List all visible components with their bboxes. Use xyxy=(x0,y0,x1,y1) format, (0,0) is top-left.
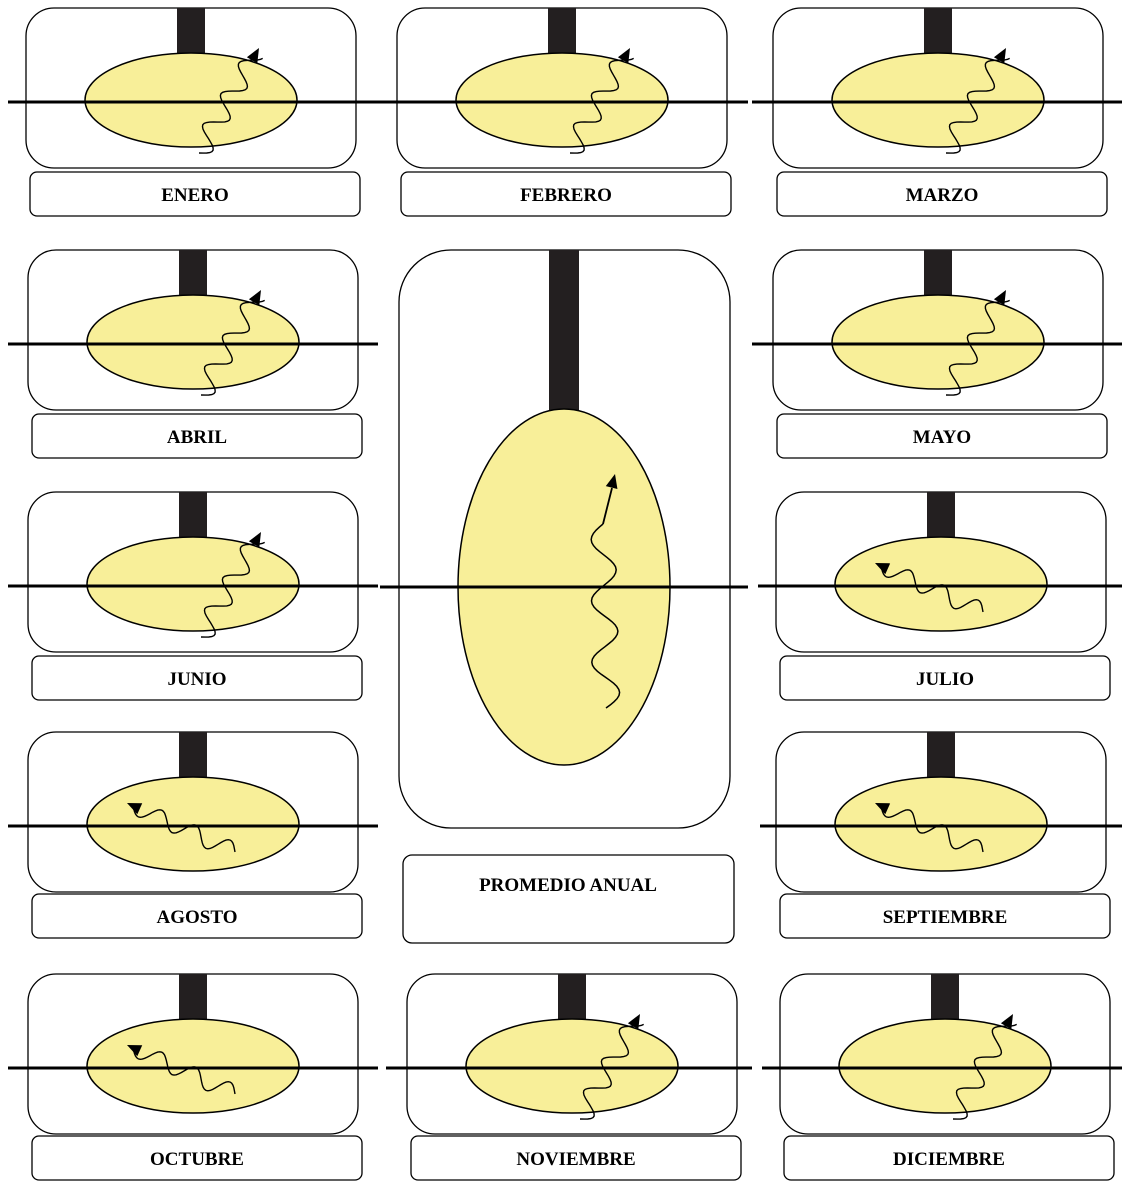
arrow-head-icon xyxy=(1000,1014,1013,1030)
label-box xyxy=(783,1135,1115,1181)
label-box xyxy=(410,1135,742,1181)
arrow-head-icon xyxy=(248,532,261,548)
stem-bar xyxy=(558,974,586,1022)
label-box xyxy=(779,893,1111,939)
arrow-head-icon xyxy=(875,803,891,815)
month-panel-septiembre: SEPTIEMBRE xyxy=(760,731,1122,939)
label-box xyxy=(31,1135,363,1181)
wavy-arrow-line xyxy=(880,565,984,613)
month-panel-enero: ENERO xyxy=(8,7,380,217)
arrow-head-icon xyxy=(993,48,1006,64)
month-label-octubre: OCTUBRE xyxy=(150,1149,244,1170)
wavy-arrow-line xyxy=(945,299,1010,396)
month-label-marzo: MARZO xyxy=(906,185,979,206)
sun-ellipse xyxy=(86,1018,300,1114)
stem-bar xyxy=(924,8,952,56)
month-panel-mayo: MAYO xyxy=(752,249,1122,459)
sun-ellipse xyxy=(84,52,298,148)
wavy-arrow-line xyxy=(880,805,984,853)
month-label-julio: JULIO xyxy=(916,669,974,690)
arrow-head-icon xyxy=(248,290,261,306)
arrow-shaft xyxy=(602,487,613,525)
sun-ellipse xyxy=(86,294,300,390)
stem-bar xyxy=(927,732,955,780)
sun-ellipse xyxy=(455,52,669,148)
month-panel-noviembre: NOVIEMBRE xyxy=(386,973,752,1181)
month-label-mayo: MAYO xyxy=(913,427,971,448)
month-label-noviembre: NOVIEMBRE xyxy=(516,1149,635,1170)
label-box xyxy=(776,171,1108,217)
wavy-arrow-line xyxy=(590,523,621,709)
month-label-agosto: AGOSTO xyxy=(157,907,238,928)
label-box xyxy=(776,413,1108,459)
month-panel-octubre: OCTUBRE xyxy=(8,973,378,1181)
month-label-junio: JUNIO xyxy=(167,669,226,690)
label-box xyxy=(31,655,363,701)
sun-ellipse xyxy=(834,536,1048,632)
wavy-arrow-line xyxy=(132,805,236,853)
label-box xyxy=(31,893,363,939)
stem-bar xyxy=(179,732,207,780)
annual-label: PROMEDIO ANUAL xyxy=(479,875,657,896)
sun-ellipse xyxy=(465,1018,679,1114)
arrow-head-icon xyxy=(127,1045,143,1057)
month-panel-diciembre: DICIEMBRE xyxy=(762,973,1122,1181)
arrow-head-icon xyxy=(246,48,259,64)
stem-bar xyxy=(924,250,952,298)
stem-bar xyxy=(927,492,955,540)
month-panel-febrero: FEBRERO xyxy=(380,7,748,217)
sun-ellipse xyxy=(831,294,1045,390)
wavy-arrow-line xyxy=(569,57,634,154)
label-box xyxy=(29,171,361,217)
wavy-arrow-line xyxy=(200,541,265,638)
month-panel-abril: ABRIL xyxy=(8,249,378,459)
label-box xyxy=(779,655,1111,701)
month-panel-marzo: MARZO xyxy=(752,7,1122,217)
sun-ellipse xyxy=(86,536,300,632)
label-box xyxy=(31,413,363,459)
sun-ellipse xyxy=(834,776,1048,872)
month-label-abril: ABRIL xyxy=(167,427,227,448)
arrow-head-icon xyxy=(993,290,1006,306)
arrow-head-icon xyxy=(627,1014,640,1030)
stem-bar xyxy=(179,974,207,1022)
month-label-enero: ENERO xyxy=(161,185,229,206)
stem-bar xyxy=(548,8,576,56)
wavy-arrow-line xyxy=(945,57,1010,154)
month-label-febrero: FEBRERO xyxy=(520,185,612,206)
label-box xyxy=(400,171,732,217)
sun-ellipse xyxy=(838,1018,1052,1114)
wavy-arrow-line xyxy=(198,57,263,154)
sun-ellipse xyxy=(86,776,300,872)
stem-bar xyxy=(931,974,959,1022)
stem-bar xyxy=(179,250,207,298)
arrow-head-icon xyxy=(605,474,618,490)
wavy-arrow-line xyxy=(952,1023,1017,1120)
stem-bar xyxy=(549,250,579,412)
wavy-arrow-line xyxy=(200,299,265,396)
month-label-diciembre: DICIEMBRE xyxy=(893,1149,1005,1170)
wavy-arrow-line xyxy=(579,1023,644,1120)
month-panel-junio: JUNIO xyxy=(8,491,378,701)
annual-panel: PROMEDIO ANUAL xyxy=(380,249,748,944)
arrow-head-icon xyxy=(875,563,891,575)
label-box xyxy=(402,854,735,944)
wavy-arrow-line xyxy=(132,1047,236,1095)
month-label-septiembre: SEPTIEMBRE xyxy=(883,907,1008,928)
stem-bar xyxy=(179,492,207,540)
month-panel-agosto: AGOSTO xyxy=(8,731,378,939)
arrow-head-icon xyxy=(617,48,630,64)
month-panel-julio: JULIO xyxy=(758,491,1122,701)
arrow-head-icon xyxy=(127,803,143,815)
stem-bar xyxy=(177,8,205,56)
sun-ellipse xyxy=(831,52,1045,148)
